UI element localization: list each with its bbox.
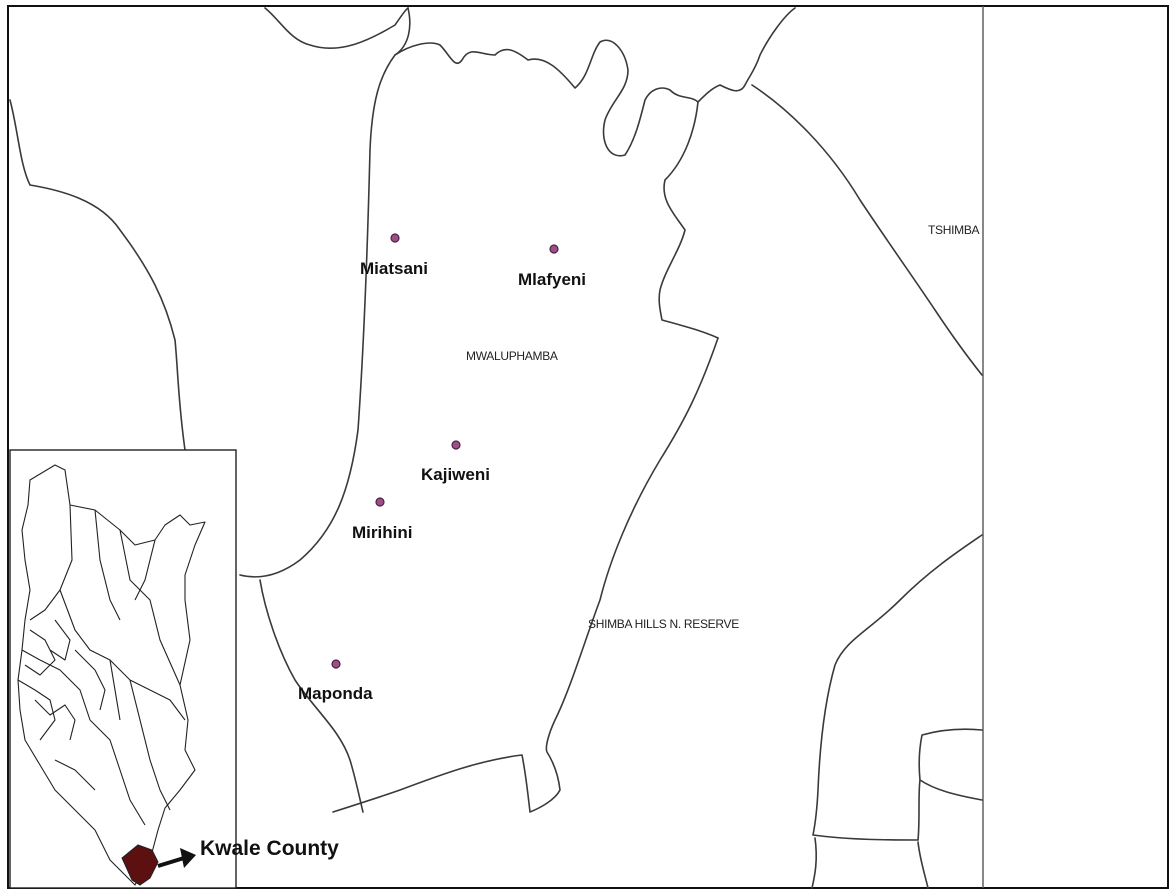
inset-map: Kwale County <box>9 449 339 889</box>
village-label: Maponda <box>298 684 373 703</box>
village-label: Mlafyeni <box>518 270 586 289</box>
kwale-county-highlight <box>121 844 159 886</box>
village-marker <box>375 497 385 507</box>
village-mlafyeni: Mlafyeni <box>518 244 586 289</box>
boundary-lines <box>9 7 983 889</box>
inset-county-label: Kwale County <box>200 837 339 860</box>
village-marker <box>390 233 400 243</box>
kenya-outline <box>17 464 206 886</box>
village-label: Miatsani <box>360 259 428 278</box>
village-kajiweni: Kajiweni <box>421 440 490 484</box>
inset-county-lines <box>17 504 186 826</box>
village-maponda: Maponda <box>298 659 373 703</box>
village-label: Mirihini <box>352 523 412 542</box>
village-mirihini: Mirihini <box>352 497 412 542</box>
village-label: Kajiweni <box>421 465 490 484</box>
inset-frame <box>9 449 237 889</box>
village-marker <box>331 659 341 669</box>
area-label-mwaluphamba: MWALUPHAMBA <box>466 349 558 363</box>
arrow-icon <box>157 848 196 868</box>
village-miatsani: Miatsani <box>360 233 428 278</box>
area-label-shimba-hills: SHIMBA HILLS N. RESERVE <box>588 617 739 631</box>
village-marker <box>451 440 461 450</box>
area-label-tshimba: TSHIMBA <box>928 223 980 237</box>
village-marker <box>549 244 559 254</box>
